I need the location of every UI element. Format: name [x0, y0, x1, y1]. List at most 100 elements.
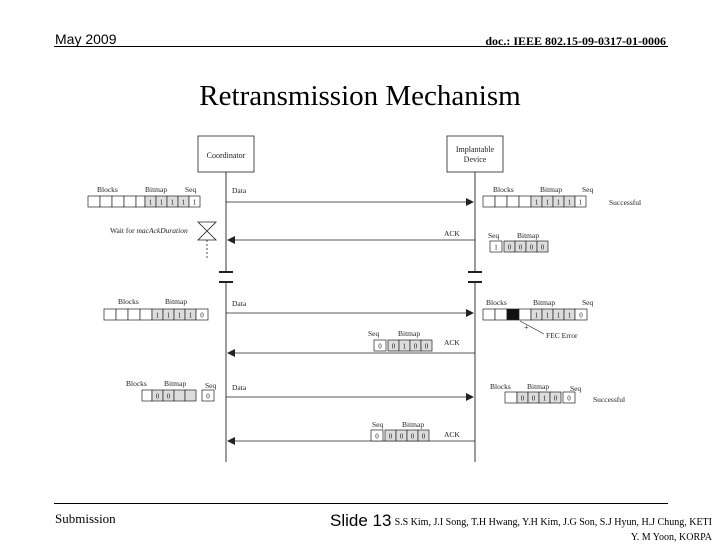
svg-text:1: 1 — [543, 395, 547, 403]
wait-timer: Wait for macAckDuration — [110, 221, 217, 258]
svg-text:Wait for macAckDuration: Wait for macAckDuration — [110, 226, 188, 235]
svg-text:Device: Device — [464, 155, 487, 164]
svg-text:0: 0 — [411, 433, 415, 441]
svg-text:0: 0 — [508, 244, 512, 252]
svg-text:0: 0 — [554, 395, 558, 403]
ack-frame-2: Seq Bitmap 0 0 1 0 0 — [368, 329, 433, 352]
header-rule — [54, 46, 668, 47]
coord-block-row-1: Blocks Bitmap Seq 1 1 1 1 1 — [87, 185, 201, 208]
data-arrow-1: Data — [226, 186, 474, 206]
footer-rule — [54, 503, 668, 504]
svg-text:1: 1 — [579, 199, 583, 207]
svg-text:0: 0 — [532, 395, 536, 403]
svg-text:1: 1 — [546, 312, 550, 320]
svg-text:1: 1 — [535, 199, 539, 207]
svg-text:0: 0 — [389, 433, 393, 441]
svg-text:Bitmap: Bitmap — [402, 420, 424, 429]
svg-text:Bitmap: Bitmap — [398, 329, 420, 338]
svg-text:Successful: Successful — [609, 198, 641, 207]
device-block-row-2: Blocks Bitmap Seq 1 1 1 1 0 + FEC Error — [482, 298, 594, 340]
ack-arrow-2: ACK — [227, 338, 475, 357]
svg-text:Seq: Seq — [185, 185, 197, 194]
svg-text:1: 1 — [568, 199, 572, 207]
svg-text:1: 1 — [546, 199, 550, 207]
svg-text:Seq: Seq — [582, 185, 594, 194]
svg-text:1: 1 — [193, 199, 197, 207]
ack-frame-3: Seq Bitmap 0 0 0 0 0 — [370, 420, 430, 442]
svg-text:Bitmap: Bitmap — [164, 379, 186, 388]
footer-slide-number: Slide 13 — [330, 511, 392, 530]
svg-text:Coordinator: Coordinator — [207, 151, 246, 160]
svg-text:Bitmap: Bitmap — [517, 231, 539, 240]
svg-text:ACK: ACK — [444, 338, 460, 347]
data-arrow-3: Data — [226, 383, 474, 401]
coord-block-row-2: Blocks Bitmap 1 1 1 1 0 — [103, 297, 209, 321]
svg-text:Data: Data — [232, 299, 247, 308]
svg-text:1: 1 — [557, 312, 561, 320]
svg-text:Implantable: Implantable — [456, 145, 495, 154]
footer-submission: Submission — [55, 511, 116, 526]
coordinator-box: Coordinator — [197, 135, 255, 173]
svg-text:1: 1 — [156, 312, 160, 320]
svg-text:0: 0 — [521, 395, 525, 403]
svg-text:0: 0 — [425, 343, 429, 351]
svg-text:Bitmap: Bitmap — [533, 298, 555, 307]
header-doc-id: doc.: IEEE 802.15-09-0317-01-0006 — [485, 34, 666, 48]
svg-text:0: 0 — [392, 343, 396, 351]
svg-text:Blocks: Blocks — [97, 185, 118, 194]
svg-text:0: 0 — [541, 244, 545, 252]
svg-text:Seq: Seq — [368, 329, 380, 338]
svg-text:Bitmap: Bitmap — [527, 382, 549, 391]
svg-text:1: 1 — [149, 199, 153, 207]
svg-text:Seq: Seq — [488, 231, 500, 240]
svg-text:Successful: Successful — [593, 395, 625, 404]
device-block-row-3: Blocks Bitmap Seq 0 0 1 0 0 Successful — [490, 382, 625, 404]
svg-text:1: 1 — [189, 312, 193, 320]
ack-arrow-1: ACK — [227, 229, 475, 244]
svg-text:1: 1 — [182, 199, 186, 207]
svg-text:Blocks: Blocks — [493, 185, 514, 194]
footer-authors: S.S Kim, J.I Song, T.H Hwang, Y.H Kim, J… — [395, 515, 712, 545]
svg-text:Bitmap: Bitmap — [165, 297, 187, 306]
svg-text:0: 0 — [206, 393, 210, 401]
device-lifeline — [468, 172, 482, 462]
svg-text:0: 0 — [167, 393, 171, 401]
svg-text:Blocks: Blocks — [126, 379, 147, 388]
svg-text:0: 0 — [567, 395, 571, 403]
svg-text:1: 1 — [494, 244, 498, 252]
svg-text:Blocks: Blocks — [486, 298, 507, 307]
svg-text:Seq: Seq — [372, 420, 384, 429]
svg-text:Bitmap: Bitmap — [145, 185, 167, 194]
data-arrow-2: Data — [226, 299, 474, 317]
svg-text:1: 1 — [557, 199, 561, 207]
svg-text:1: 1 — [568, 312, 572, 320]
coordinator-lifeline — [219, 172, 233, 462]
svg-text:Bitmap: Bitmap — [540, 185, 562, 194]
coord-block-row-3: Blocks Bitmap Seq 0 0 0 — [126, 379, 217, 402]
svg-text:Data: Data — [232, 383, 247, 392]
svg-text:1: 1 — [160, 199, 164, 207]
svg-text:0: 0 — [530, 244, 534, 252]
footer-authors-line-2: Y. M Yoon, KORPA — [630, 532, 712, 543]
svg-text:Seq: Seq — [205, 381, 217, 390]
slide-title: Retransmission Mechanism — [199, 80, 521, 112]
svg-text:0: 0 — [200, 312, 204, 320]
svg-text:Blocks: Blocks — [118, 297, 139, 306]
header-date: May 2009 — [55, 31, 117, 47]
svg-text:ACK: ACK — [444, 229, 460, 238]
device-block-row-1: Blocks Bitmap Seq 1 1 1 1 1 Successful — [482, 185, 641, 208]
device-box: Implantable Device — [446, 135, 504, 173]
svg-text:0: 0 — [156, 393, 160, 401]
svg-text:0: 0 — [519, 244, 523, 252]
ack-frame-1: Seq Bitmap 1 0 0 0 0 — [488, 231, 549, 253]
svg-text:Seq: Seq — [582, 298, 594, 307]
svg-text:1: 1 — [167, 312, 171, 320]
svg-text:1: 1 — [535, 312, 539, 320]
svg-text:1: 1 — [171, 199, 175, 207]
svg-text:0: 0 — [378, 343, 382, 351]
svg-text:FEC Error: FEC Error — [546, 331, 578, 340]
svg-text:1: 1 — [178, 312, 182, 320]
svg-text:0: 0 — [414, 343, 418, 351]
svg-text:ACK: ACK — [444, 430, 460, 439]
